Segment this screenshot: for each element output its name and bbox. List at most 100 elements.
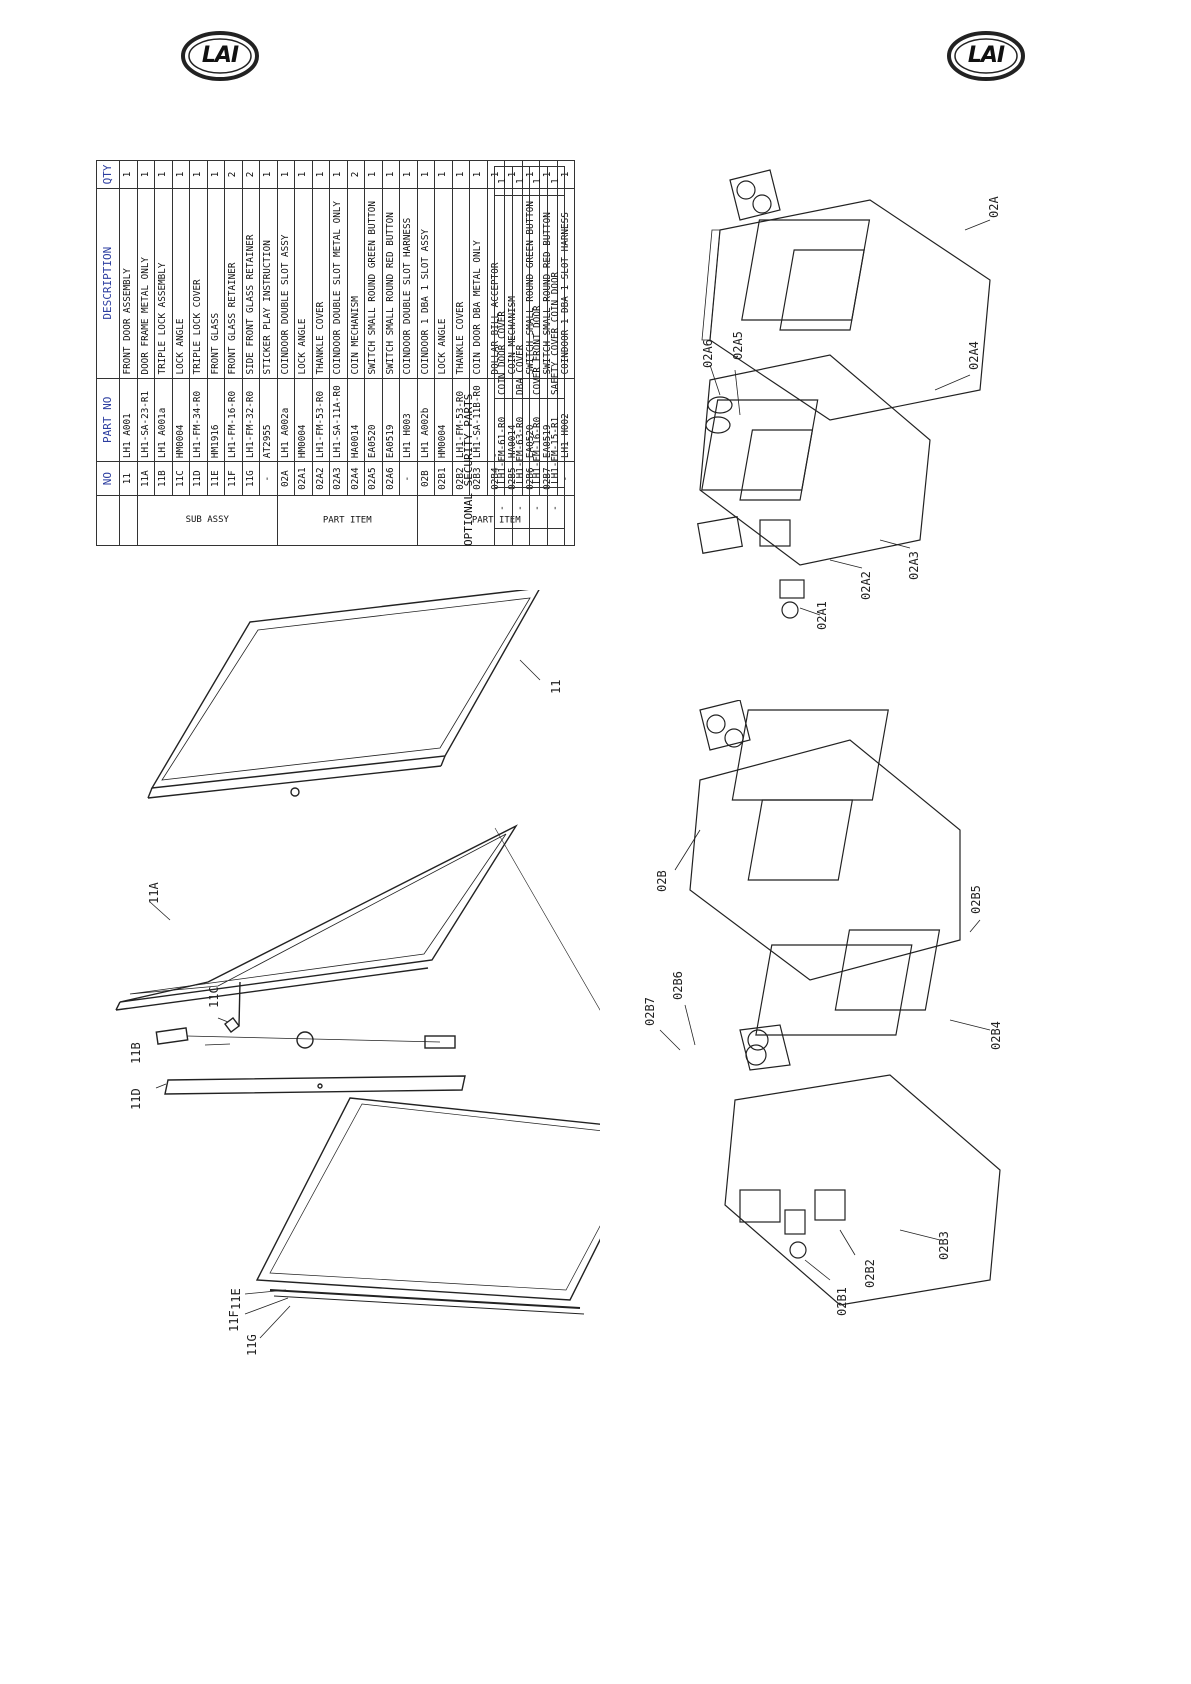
callout-11b: 11B — [129, 1042, 143, 1064]
callout-02a5: 02A5 — [731, 331, 745, 360]
cell-qty: 1 — [119, 160, 137, 189]
cell-no: - — [494, 487, 512, 529]
cell-qty: 1 — [529, 166, 547, 196]
door-frame-metal-outline — [119, 824, 518, 1003]
cell-no: 02A3 — [329, 461, 347, 496]
cell-part-no: LH1 A002b — [417, 378, 435, 462]
cell-qty: 1 — [469, 160, 487, 189]
callout-02b4: 02B4 — [989, 1021, 1003, 1050]
callout-02a1: 02A1 — [815, 601, 829, 630]
cell-no: - — [547, 487, 565, 529]
row-group-label: PART ITEM — [277, 495, 417, 546]
cell-description: FRONT GLASS — [207, 188, 225, 379]
callout-02a: 02A — [987, 196, 1001, 218]
coin-door-double-slot-drawing: 02A 02A4 02A5 02A6 02A3 02A2 02A1 — [697, 169, 1001, 630]
cell-no: 11G — [242, 461, 260, 496]
cell-qty: 1 — [312, 160, 330, 189]
cell-qty: 1 — [277, 160, 295, 189]
cell-qty: 2 — [224, 160, 242, 189]
cell-part-no: AT2955 — [259, 378, 277, 462]
logo-text: LAI — [967, 43, 1005, 68]
cell-no: - — [259, 461, 277, 496]
cell-no: 11C — [172, 461, 190, 496]
cell-part-no: LH1 A001a — [154, 378, 172, 462]
cell-description: SWITCH SMALL ROUND GREEN BUTTON — [364, 188, 382, 379]
col-header-qty: QTY — [96, 160, 120, 189]
cell-no: 02B1 — [434, 461, 452, 496]
cell-qty: 1 — [172, 160, 190, 189]
cell-part-no: HM0004 — [172, 378, 190, 462]
cell-part-no: LH1-FM-15-R1 — [547, 398, 565, 488]
callout-11c: 11C — [207, 986, 221, 1008]
cell-description: STICKER PLAY INSTRUCTION — [259, 188, 277, 379]
callout-11g: 11G — [245, 1334, 259, 1356]
cell-qty: 1 — [364, 160, 382, 189]
cell-no: 02A4 — [347, 461, 365, 496]
cell-part-no: HM1916 — [207, 378, 225, 462]
cell-part-no: LH1-FM-63-R0 — [512, 398, 530, 488]
cell-no: - — [399, 461, 417, 496]
cell-qty: 1 — [452, 160, 470, 189]
front-glass-outline — [255, 1097, 600, 1301]
cell-description: COVER FRONT DOOR — [529, 195, 547, 399]
callout-11f: 11F — [227, 1310, 241, 1332]
cell-no: 02A6 — [382, 461, 400, 496]
cell-qty: 1 — [547, 166, 565, 196]
cell-description: COIN DOOR DBA METAL ONLY — [469, 188, 487, 379]
cell-description: FRONT DOOR ASSEMBLY — [119, 188, 137, 379]
company-logo: LAI — [947, 30, 1025, 82]
callout-02a3: 02A3 — [907, 551, 921, 580]
cell-description: COIN MECHANISM — [347, 188, 365, 379]
cell-no: 11B — [154, 461, 172, 496]
cell-description: COINDOOR DOUBLE SLOT ASSY — [277, 188, 295, 379]
cell-no: 11 — [119, 461, 137, 496]
callout-02b1: 02B1 — [835, 1287, 849, 1316]
row-group-label-text: SUB ASSY — [185, 515, 229, 526]
cell-no: 11E — [207, 461, 225, 496]
callout-02a6: 02A6 — [701, 339, 715, 368]
cell-description: SIDE FRONT GLASS RETAINER — [242, 188, 260, 379]
cell-description: LOCK ANGLE — [434, 188, 452, 379]
cell-qty: 1 — [294, 160, 312, 189]
cell-qty: 1 — [329, 160, 347, 189]
cell-qty: 1 — [512, 166, 530, 196]
cell-qty: 1 — [207, 160, 225, 189]
cell-qty: 1 — [189, 160, 207, 189]
cell-part-no: LH1-FM-16-R0 — [224, 378, 242, 462]
cell-qty: 1 — [259, 160, 277, 189]
cell-no: 02B — [417, 461, 435, 496]
table-header-row: NO PART NO DESCRIPTION QTY — [96, 160, 120, 546]
cell-part-no: EA0519 — [382, 378, 400, 462]
cell-part-no: LH1-FM-61-R0 — [494, 398, 512, 488]
callout-02b3: 02B3 — [937, 1231, 951, 1260]
cell-description: COINDOOR 1 DBA 1 SLOT ASSY — [417, 188, 435, 379]
cell-part-no: LH1-SA-23-R1 — [137, 378, 155, 462]
cell-description: DOOR FRAME METAL ONLY — [137, 188, 155, 379]
cell-description: TRIPLE LOCK ASSEMBLY — [154, 188, 172, 379]
col-header-description: DESCRIPTION — [96, 188, 120, 379]
cell-no: 11D — [189, 461, 207, 496]
cell-part-no: LH1-FM-34-R0 — [189, 378, 207, 462]
cell-qty: 1 — [382, 160, 400, 189]
cell-description: LOCK ANGLE — [172, 188, 190, 379]
cell-description: COIN DOOR COVER — [494, 195, 512, 399]
cell-qty: 1 — [154, 160, 172, 189]
logo-text: LAI — [201, 43, 239, 68]
cell-part-no: LH1-FM-16-R0 — [529, 398, 547, 488]
